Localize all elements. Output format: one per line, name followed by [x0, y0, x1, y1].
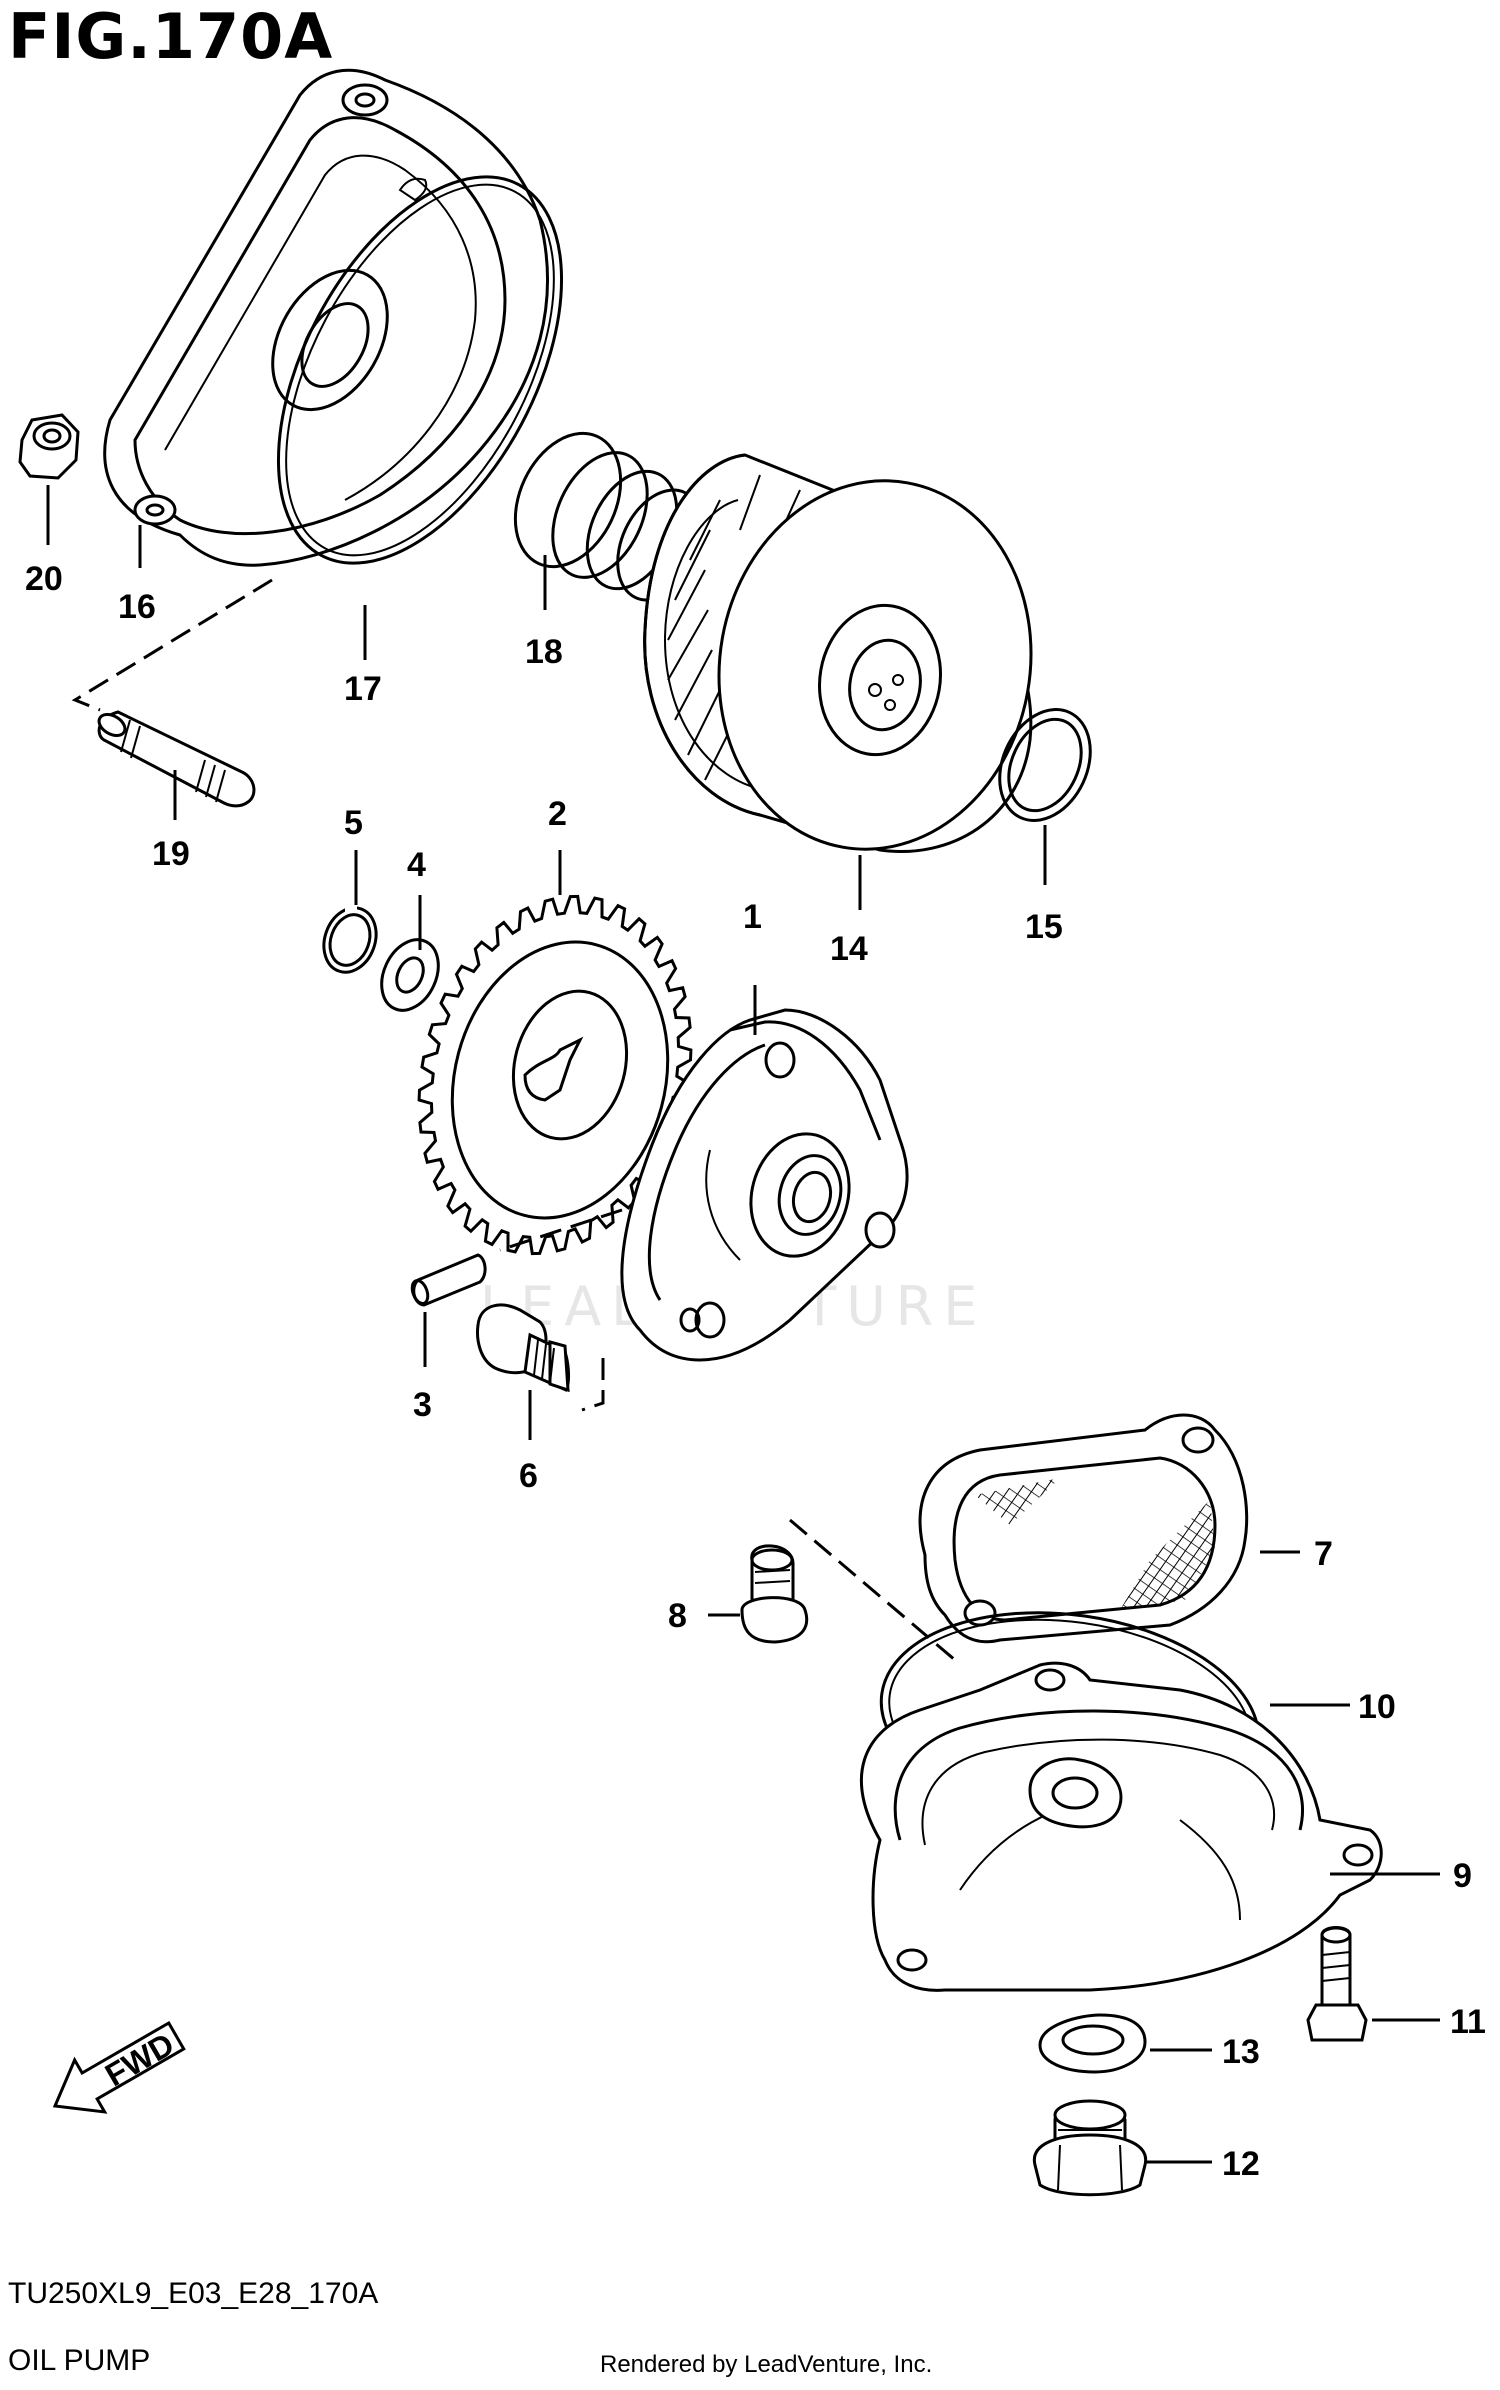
callout-17: 17	[344, 670, 382, 708]
callout-2: 2	[548, 795, 567, 833]
part-4-washer	[380, 938, 440, 1012]
figure-code: TU250XL9_E03_E28_170A	[8, 2277, 378, 2310]
leader-lines	[46, 485, 1440, 2164]
fwd-label: FWD	[99, 2026, 180, 2094]
part-11-bolt	[1306, 1926, 1368, 2042]
callout-11: 11	[1450, 2003, 1486, 2041]
callout-9: 9	[1453, 1857, 1472, 1895]
part-15-o-ring	[998, 708, 1092, 822]
callout-12: 12	[1222, 2145, 1260, 2183]
callout-6: 6	[519, 1457, 538, 1495]
fwd-arrow-icon: FWD	[52, 2020, 186, 2114]
part-3-pin	[410, 1253, 487, 1307]
callout-19: 19	[152, 835, 190, 873]
callout-15: 15	[1025, 908, 1063, 946]
callout-4: 4	[407, 846, 426, 884]
part-1-oil-pump	[620, 1008, 909, 1362]
callout-14: 14	[830, 930, 868, 968]
part-8-bolt	[740, 1544, 809, 1644]
callout-8: 8	[668, 1597, 687, 1635]
part-13-gasket	[1038, 2013, 1147, 2074]
callout-1: 1	[743, 898, 762, 936]
part-17-o-ring	[276, 175, 564, 565]
part-19-stud	[97, 710, 256, 808]
callout-3: 3	[413, 1386, 432, 1424]
part-12-drain-plug	[1032, 2099, 1148, 2197]
part-20-nut	[18, 413, 80, 480]
callout-5: 5	[344, 804, 363, 842]
callout-18: 18	[525, 633, 563, 671]
part-9-oil-pan	[859, 1661, 1383, 1992]
part-14-oil-filter	[643, 453, 1033, 853]
callout-16: 16	[118, 588, 156, 626]
figure-name: OIL PUMP	[8, 2344, 150, 2377]
callout-13: 13	[1222, 2033, 1260, 2071]
part-7-strainer	[918, 1413, 1249, 1644]
callout-10: 10	[1358, 1688, 1396, 1726]
callout-7: 7	[1314, 1535, 1333, 1573]
callout-labels: 1 2 3 4 5 6 7 8 9 10 11 12 13 14 15 16 1…	[25, 560, 1486, 2183]
alignment-lines	[71, 578, 956, 1662]
part-2-gear	[417, 894, 693, 1256]
callout-20: 20	[25, 560, 63, 598]
rendered-by-credit: Rendered by LeadVenture, Inc.	[600, 2351, 932, 2378]
part-6-bolt	[476, 1303, 570, 1393]
figure-title: FIG.170A	[8, 0, 333, 73]
part-5-circlip	[322, 904, 378, 974]
